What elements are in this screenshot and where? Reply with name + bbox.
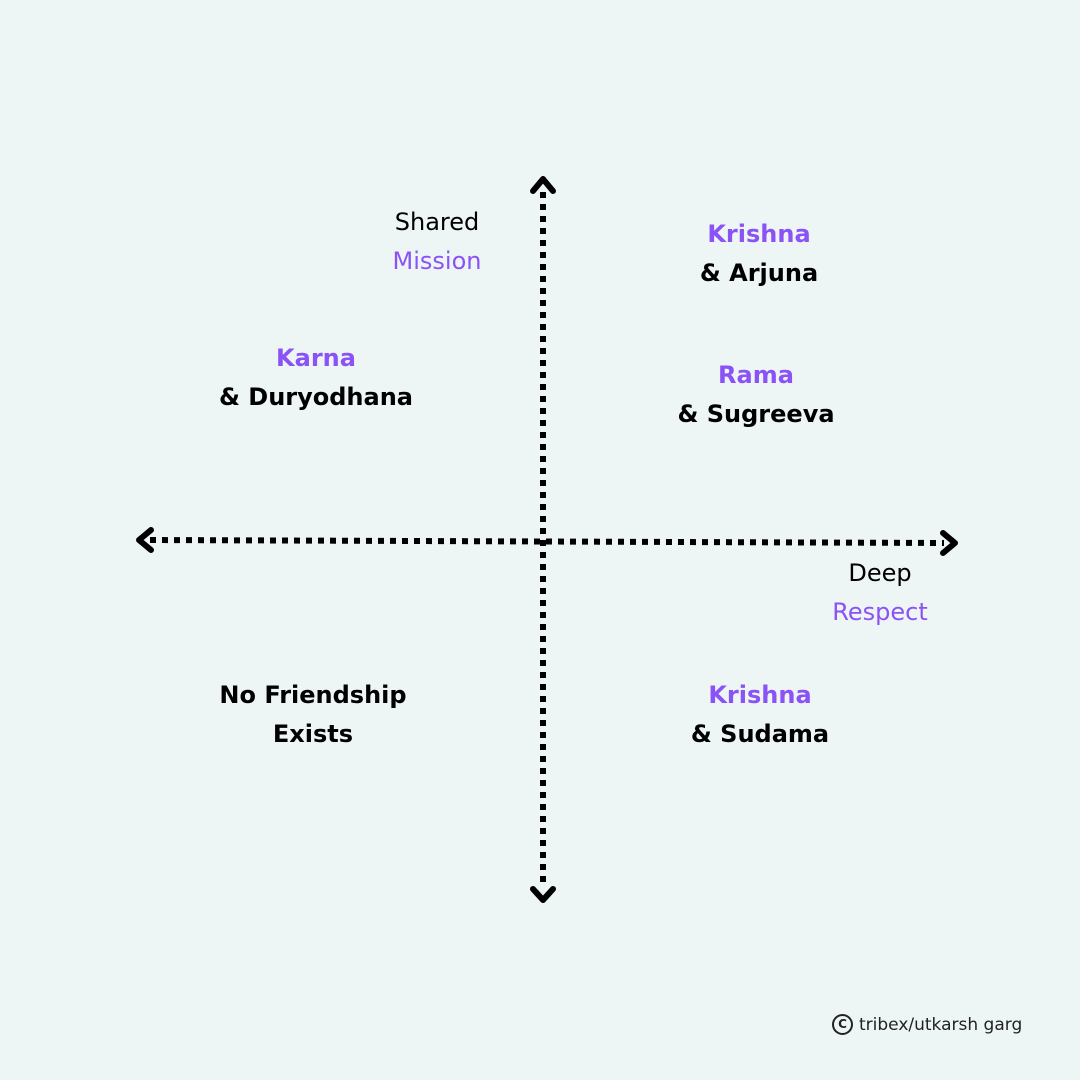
arrow-up-icon [530, 176, 556, 194]
quadrant-top-right-pair-2: Rama & Sugreeva [677, 356, 834, 434]
pair-name-secondary: & Sugreeva [677, 400, 835, 428]
quadrant-top-left-pair: Karna & Duryodhana [219, 339, 413, 417]
pair-name-secondary: & Sudama [690, 720, 830, 748]
quadrant-top-right-pair-1: Krishna & Arjuna [700, 215, 818, 293]
pair-name-primary: Krishna [707, 220, 811, 248]
horizontal-axis-label-line2: Respect [832, 598, 928, 626]
arrow-down-icon [530, 886, 556, 903]
credit: C tribex/utkarsh garg [832, 1014, 1022, 1035]
pair-name-secondary: & Arjuna [699, 259, 819, 287]
arrow-left-icon [136, 527, 154, 553]
vertical-axis-label-line2: Mission [392, 247, 482, 275]
quadrant-bottom-right-pair: Krishna & Sudama [691, 676, 829, 754]
credit-text: tribex/utkarsh garg [859, 1014, 1023, 1035]
quadrant-bottom-left-text: No Friendship Exists [219, 676, 406, 754]
vertical-axis-label: Shared Mission [393, 203, 482, 281]
quadrant-text-line1: No Friendship [219, 681, 407, 709]
pair-name-primary: Rama [718, 361, 794, 389]
horizontal-axis-label-line1: Deep [848, 559, 912, 587]
arrow-right-icon [940, 530, 958, 556]
pair-name-secondary: & Duryodhana [218, 383, 414, 411]
quadrant-text-line2: Exists [272, 720, 354, 748]
horizontal-axis-label: Deep Respect [832, 554, 927, 632]
vertical-axis-label-line1: Shared [394, 208, 480, 236]
horizontal-axis [149, 537, 945, 546]
copyright-icon: C [832, 1014, 853, 1035]
pair-name-primary: Karna [276, 344, 356, 372]
pair-name-primary: Krishna [708, 681, 812, 709]
